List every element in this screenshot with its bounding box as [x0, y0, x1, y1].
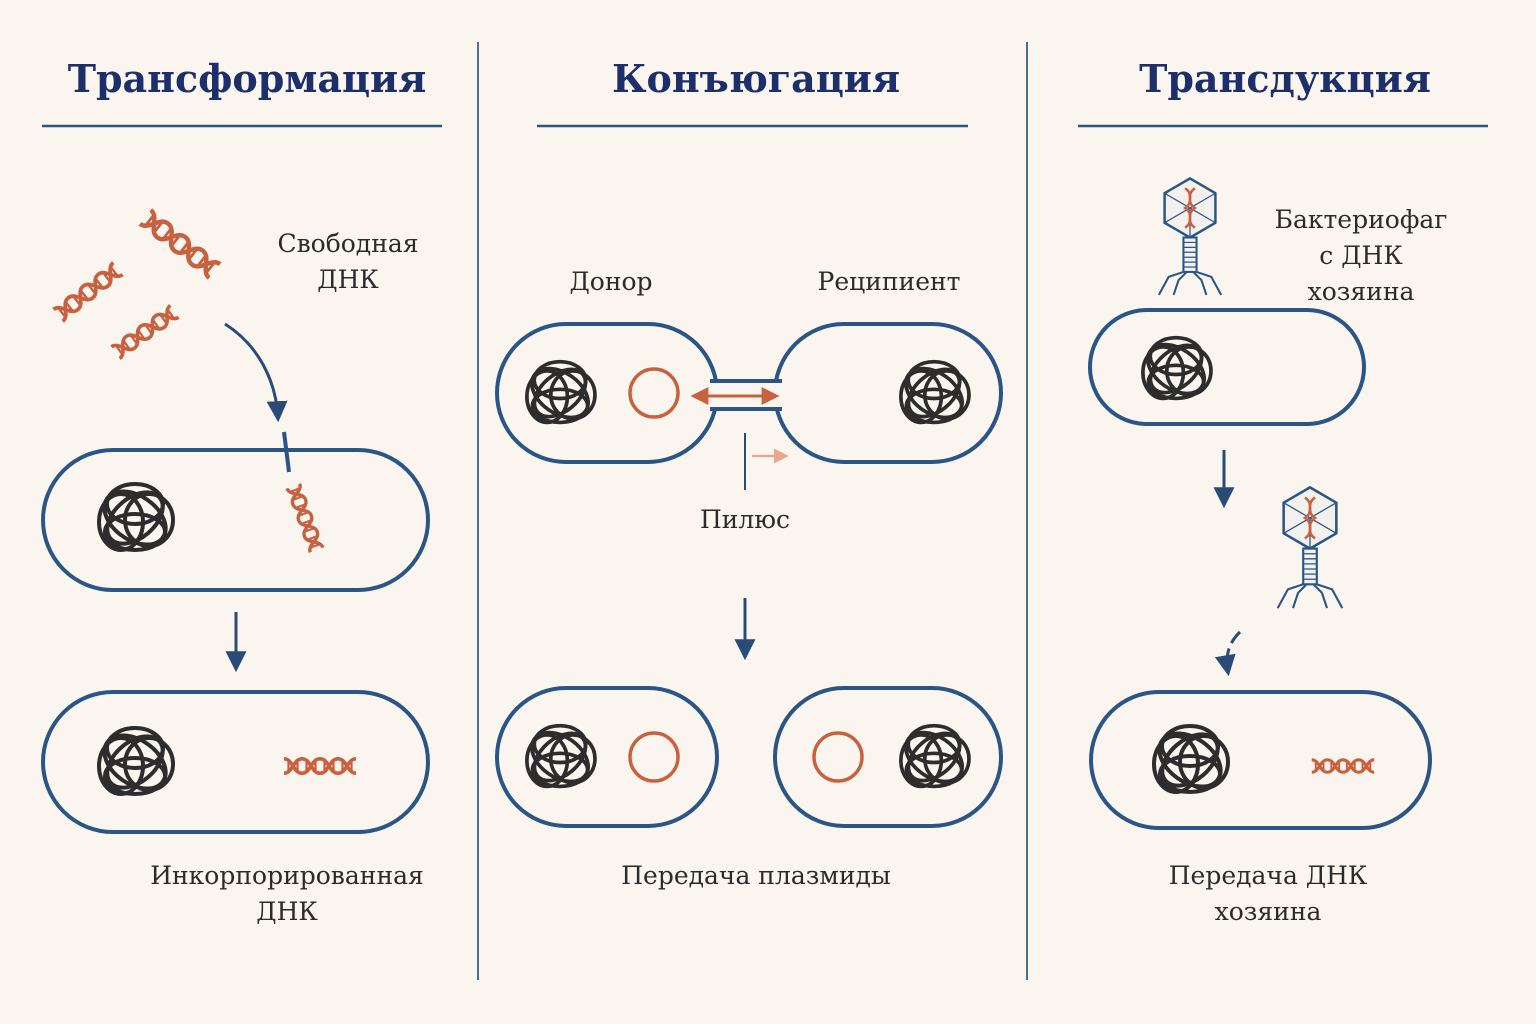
label-bacteriophage: Бактериофаг с ДНК хозяина [1274, 205, 1448, 306]
recipient-host-cell [1089, 690, 1432, 830]
plasmid-icon [812, 731, 864, 783]
injection-arrow [1214, 630, 1242, 677]
plasmid-icon [628, 367, 680, 419]
chromosome-icon [894, 720, 974, 794]
label-recipient: Реципиент [817, 267, 961, 296]
title-conjugation: Конъюгация [611, 56, 901, 101]
uptake-arrow [224, 322, 288, 423]
host-cell [1088, 308, 1366, 426]
label-plasmid-transfer: Передача плазмиды [621, 861, 891, 890]
label-donor: Донор [569, 267, 653, 296]
chromosome-icon [520, 356, 600, 430]
chromosome-icon [894, 356, 974, 430]
chromosome-icon [520, 720, 600, 794]
recipient-cell-after [773, 686, 1003, 828]
entering-dna-icon [285, 482, 325, 554]
plasmid-icon [628, 731, 680, 783]
label-host-dna-transfer: Передача ДНК хозяина [1168, 861, 1368, 926]
transduced-dna-icon [1310, 758, 1376, 774]
incorporated-dna-icon [282, 756, 358, 776]
title-transduction: Трансдукция [1139, 56, 1431, 101]
cell-transformation-1 [41, 448, 430, 592]
cell-transformation-2 [41, 690, 430, 834]
label-incorporated-dna: Инкорпорированная ДНК [150, 861, 424, 926]
bacteriophage-icon [1276, 486, 1344, 610]
label-free-dna: Свободная ДНК [277, 229, 419, 294]
chromosome-icon [1136, 332, 1216, 406]
donor-cell-after [495, 686, 719, 828]
title-transformation: Трансформация [67, 56, 427, 101]
donor-cell [495, 322, 719, 464]
label-pilus: Пилюс [699, 505, 791, 534]
free-dna-fragments [51, 210, 220, 361]
chromosome-icon [92, 478, 178, 558]
chromosome-icon [1147, 720, 1233, 800]
bacteriophage-icon [1157, 177, 1223, 297]
chromosome-icon [92, 722, 178, 802]
